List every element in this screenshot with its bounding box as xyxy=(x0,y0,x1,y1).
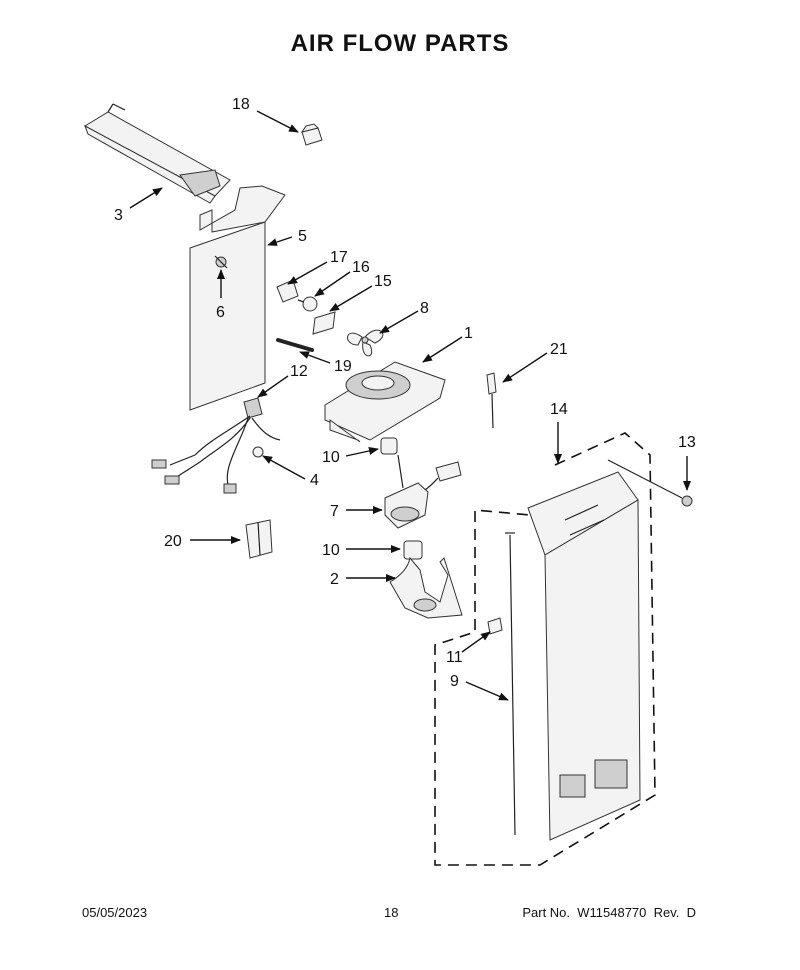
callout-16: 16 xyxy=(352,259,370,276)
leader-3 xyxy=(129,187,163,209)
callout-8: 8 xyxy=(420,300,429,317)
part-19-rod xyxy=(276,338,314,352)
footer-date: 05/05/2023 xyxy=(82,905,148,920)
callout-19: 19 xyxy=(334,358,352,375)
footer-page-number: 18 xyxy=(384,905,399,920)
callout-21: 21 xyxy=(550,341,568,358)
footer-part-number: Part No. W11548770 Rev. D xyxy=(522,905,696,920)
part-18-clip xyxy=(300,123,323,146)
leader-9 xyxy=(465,681,509,701)
part-7-fan-motor xyxy=(384,454,462,529)
callout-14: 14 xyxy=(550,401,568,418)
part-11-clip xyxy=(487,617,503,635)
part-1-fan-housing xyxy=(324,361,446,443)
part-6-screw xyxy=(214,255,228,269)
callout-20: 20 xyxy=(164,533,182,550)
callout-12: 12 xyxy=(290,363,308,380)
callout-1: 1 xyxy=(464,325,473,342)
callout-15: 15 xyxy=(374,273,392,290)
callout-10-lower: 10 xyxy=(322,542,340,559)
leader-17 xyxy=(287,261,328,285)
part-10-upper-grommet xyxy=(380,437,398,455)
part-3-air-duct-cover xyxy=(83,103,231,204)
leader-21 xyxy=(502,352,548,383)
page-title: AIR FLOW PARTS xyxy=(290,30,510,57)
part-14-panel-outline xyxy=(434,432,656,866)
callout-2: 2 xyxy=(330,571,339,588)
part-20-clip xyxy=(245,519,273,559)
leader-4 xyxy=(262,455,306,480)
leader-12 xyxy=(257,375,289,398)
leader-8 xyxy=(379,310,419,334)
leader-5 xyxy=(267,236,293,246)
callout-9: 9 xyxy=(450,673,459,690)
callout-18: 18 xyxy=(232,96,250,113)
callout-13: 13 xyxy=(678,434,696,451)
leader-15 xyxy=(329,285,373,312)
leader-1 xyxy=(422,336,463,363)
leader-16 xyxy=(314,271,351,297)
part-21-thermistor xyxy=(486,372,497,429)
part-16-light-bulb xyxy=(297,296,318,312)
leader-19 xyxy=(299,351,331,364)
callout-3: 3 xyxy=(114,207,123,224)
part-2-motor-bracket xyxy=(389,556,463,619)
part-4-grommet xyxy=(252,446,264,458)
callout-17: 17 xyxy=(330,249,348,266)
callout-7: 7 xyxy=(330,503,339,520)
callout-10-upper: 10 xyxy=(322,449,340,466)
leader-11 xyxy=(461,631,491,653)
part-5-duct-panel xyxy=(189,185,286,411)
part-8-fan-blade xyxy=(347,329,384,357)
leader-10-upper xyxy=(345,447,379,457)
callout-11: 11 xyxy=(446,649,463,666)
part-12-wire-harness xyxy=(151,397,281,494)
part-10-lower-grommet xyxy=(403,540,423,560)
callout-6: 6 xyxy=(216,304,225,321)
part-15-light-cover xyxy=(312,311,336,335)
part-9-air-return-panel xyxy=(505,471,641,841)
callout-4: 4 xyxy=(310,472,319,489)
part-13-screw xyxy=(607,459,693,507)
callout-5: 5 xyxy=(298,228,307,245)
part-17-light-socket xyxy=(276,279,299,303)
leader-18 xyxy=(256,110,299,133)
